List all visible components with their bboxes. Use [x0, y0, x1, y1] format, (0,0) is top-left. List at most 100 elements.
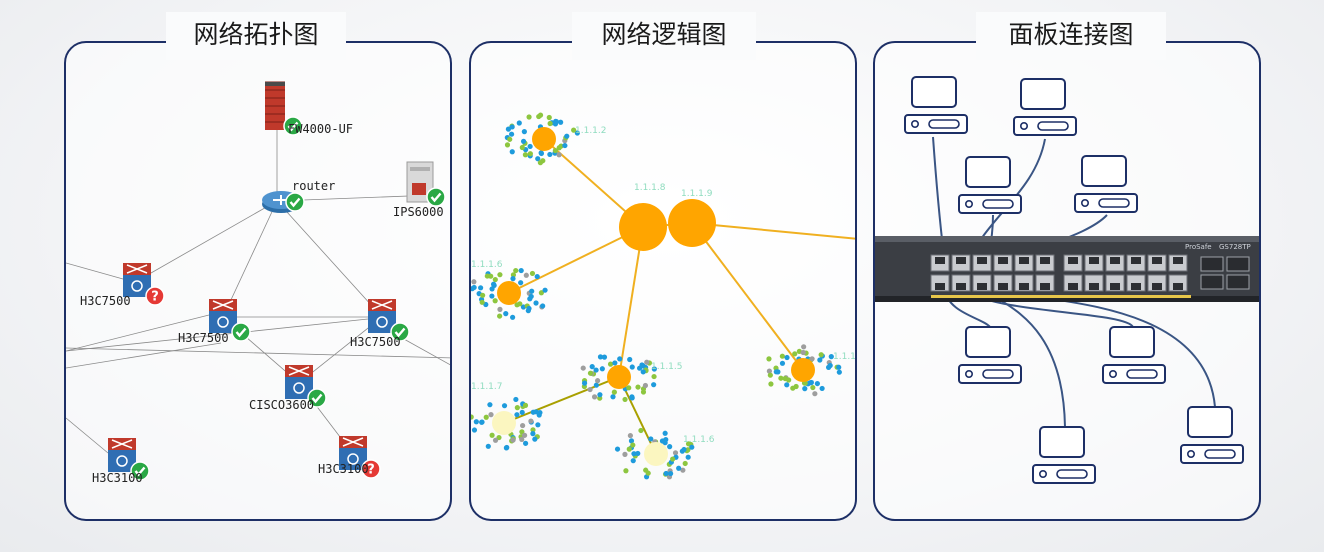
status-unknown-icon: ?: [145, 286, 165, 306]
cluster-dots: [504, 112, 580, 166]
cluster-center: [532, 127, 556, 151]
firewall-icon: [265, 81, 285, 130]
device-sw2[interactable]: H3C7500: [178, 299, 251, 345]
monitor-icon: [911, 76, 957, 108]
status-ok-icon: [307, 388, 327, 408]
svg-text:?: ?: [151, 290, 159, 305]
desktop-unit-icon: [1013, 116, 1077, 136]
device-label: FW4000-UF: [288, 122, 353, 136]
device-ips[interactable]: IPS6000: [393, 161, 446, 219]
cluster-dots: [580, 354, 657, 403]
ip-label: 1.1.1.3: [833, 352, 857, 362]
topology-link: [222, 200, 278, 318]
switch-ports: [930, 254, 1250, 292]
device-label: H3C7500: [350, 335, 401, 349]
status-ok-icon: [390, 322, 410, 342]
monitor-icon: [1039, 426, 1085, 458]
topology-link: [136, 200, 278, 282]
panel-connection-title: 面板连接图: [976, 12, 1166, 60]
ip-label: 1.1.1.9: [681, 189, 713, 199]
cluster-dots: [614, 427, 695, 480]
host-computer[interactable]: [1032, 426, 1096, 484]
device-sw3[interactable]: H3C7500: [350, 299, 410, 349]
logical-node-c6[interactable]: 1.1.1.3: [766, 344, 857, 397]
switch-icon: [285, 365, 313, 399]
ip-label: 1.1.1.6: [471, 260, 503, 270]
device-label: IPS6000: [393, 205, 444, 219]
ip-label: 1.1.1.7: [471, 382, 503, 392]
host-computer[interactable]: [1180, 406, 1244, 464]
status-ok-icon: [231, 322, 251, 342]
device-label: H3C3100: [318, 462, 369, 476]
logical-link: [618, 226, 644, 378]
logical-node-c1[interactable]: 1.1.1.2: [504, 112, 607, 166]
logical-link: [691, 222, 855, 240]
device-label: router: [292, 179, 335, 193]
host-computer[interactable]: [958, 326, 1022, 384]
cluster-center: [607, 365, 631, 389]
status-ok-icon: [426, 187, 446, 207]
topology-link: [66, 342, 222, 369]
cluster-center: [791, 358, 815, 382]
monitor-icon: [1109, 326, 1155, 358]
switch-icon: [368, 299, 396, 333]
monitor-icon: [965, 156, 1011, 188]
logical-node-h2[interactable]: 1.1.1.9: [668, 189, 716, 247]
device-router[interactable]: router: [262, 179, 335, 213]
topology-link: [66, 417, 109, 454]
hub-node: [619, 203, 667, 251]
cluster-center: [492, 411, 516, 435]
switch-icon: [123, 263, 151, 297]
topology-link: [66, 262, 124, 280]
desktop-unit-icon: [958, 194, 1022, 214]
hub-node: [668, 199, 716, 247]
host-computer[interactable]: [904, 76, 968, 134]
switch-icon: [209, 299, 237, 333]
monitor-icon: [1081, 155, 1127, 187]
host-computer[interactable]: [1074, 155, 1138, 213]
logical-node-c5[interactable]: 1.1.1.6: [614, 427, 715, 480]
device-sw1[interactable]: ? H3C7500: [80, 263, 165, 308]
switch-icon: [339, 436, 367, 470]
device-sw6[interactable]: ?H3C3100: [318, 436, 381, 479]
logical-node-c3[interactable]: 1.1.1.5: [580, 354, 683, 403]
cluster-center: [497, 281, 521, 305]
cluster-dots: [471, 267, 548, 320]
host-computer[interactable]: [1102, 326, 1166, 384]
ip-label: 1.1.1.6: [683, 435, 715, 445]
svg-text:?: ?: [367, 463, 375, 478]
host-computer[interactable]: [1013, 78, 1077, 136]
desktop-unit-icon: [1102, 364, 1166, 384]
desktop-unit-icon: [1074, 193, 1138, 213]
topology-link: [66, 347, 450, 359]
desktop-unit-icon: [904, 114, 968, 134]
logical-link: [691, 222, 804, 371]
status-ok-icon: [130, 461, 150, 481]
host-computer[interactable]: [958, 156, 1022, 214]
logical-diagram: 1.1.1.21.1.1.8 1.1.1.9 1.1.1.6 1.1.1.5 1.1.1…: [471, 112, 857, 480]
device-label: H3C7500: [178, 331, 229, 345]
device-fw[interactable]: FW4000-UF: [265, 81, 353, 136]
cluster-dots: [766, 344, 842, 397]
topology-title: 网络拓扑图: [166, 12, 346, 60]
device-label: H3C7500: [80, 294, 131, 308]
logical-node-h1[interactable]: 1.1.1.8: [619, 183, 667, 251]
logical-node-c4[interactable]: 1.1.1.7: [471, 382, 543, 451]
device-label: H3C3100: [92, 471, 143, 485]
logical-link: [503, 376, 620, 424]
device-sw4[interactable]: CISCO3600: [249, 365, 327, 412]
monitor-icon: [1187, 406, 1233, 438]
cluster-dots: [471, 396, 543, 451]
device-sw5[interactable]: H3C3100: [92, 438, 150, 485]
switch-icon: [108, 438, 136, 472]
logical-link: [508, 226, 644, 294]
topology-link: [276, 200, 383, 318]
logical-node-c2[interactable]: 1.1.1.6: [471, 260, 548, 320]
status-unknown-icon: ?: [361, 459, 381, 479]
